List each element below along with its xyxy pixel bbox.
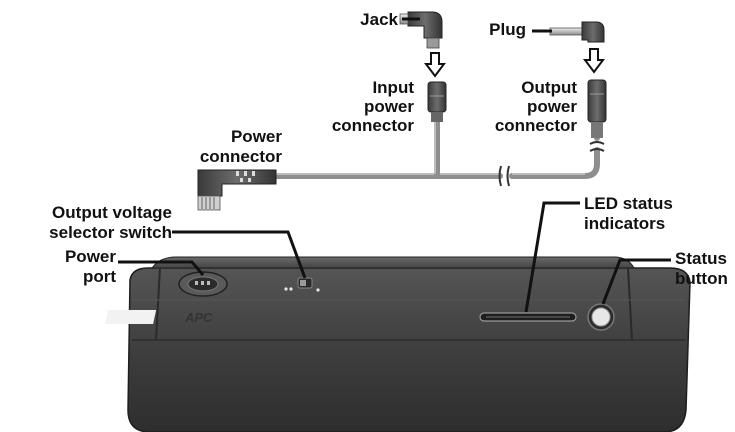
output-voltage-selector-switch[interactable] <box>284 277 320 292</box>
svg-text:APC: APC <box>184 310 213 325</box>
status-button[interactable] <box>587 303 615 331</box>
svg-text:LED status: LED status <box>584 194 673 213</box>
leader-lines <box>118 17 671 313</box>
svg-text:Status: Status <box>675 249 727 268</box>
svg-text:connector: connector <box>200 147 283 166</box>
led-status-indicators <box>479 312 577 322</box>
svg-text:button: button <box>675 269 728 288</box>
svg-text:Power: Power <box>65 247 116 266</box>
svg-text:indicators: indicators <box>584 214 665 233</box>
label-output-power-connector: Output power connector <box>495 78 578 135</box>
svg-text:power: power <box>364 97 414 116</box>
output-power-connector <box>587 79 607 138</box>
input-power-connector <box>427 81 447 122</box>
ups-device: APC <box>105 256 691 432</box>
svg-text:Power: Power <box>231 127 282 146</box>
svg-text:Input: Input <box>372 78 414 97</box>
arrow-jack-to-input-icon <box>424 52 446 78</box>
label-led-status-indicators: LED status indicators <box>584 194 673 233</box>
apc-logo: APC <box>105 310 213 325</box>
label-input-power-connector: Input power connector <box>332 78 415 135</box>
svg-text:port: port <box>83 267 116 286</box>
plug-tip <box>549 21 605 43</box>
label-status-button: Status button <box>675 249 728 288</box>
svg-text:power: power <box>527 97 577 116</box>
label-output-voltage-selector-switch: Output voltage selector switch <box>49 203 172 242</box>
svg-text:Plug: Plug <box>489 20 526 39</box>
svg-text:selector switch: selector switch <box>49 223 172 242</box>
label-power-port: Power port <box>65 247 116 286</box>
svg-text:Output: Output <box>521 78 577 97</box>
label-jack: Jack <box>360 10 398 29</box>
svg-text:connector: connector <box>495 116 578 135</box>
arrow-plug-to-output-icon <box>583 48 605 74</box>
svg-text:Output voltage: Output voltage <box>52 203 172 222</box>
svg-text:Jack: Jack <box>360 10 398 29</box>
label-power-connector: Power connector <box>200 127 283 166</box>
label-plug: Plug <box>489 20 526 39</box>
power-connector-plug <box>197 169 277 211</box>
svg-text:connector: connector <box>332 116 415 135</box>
power-port <box>178 271 228 297</box>
jack-tip <box>399 11 443 49</box>
